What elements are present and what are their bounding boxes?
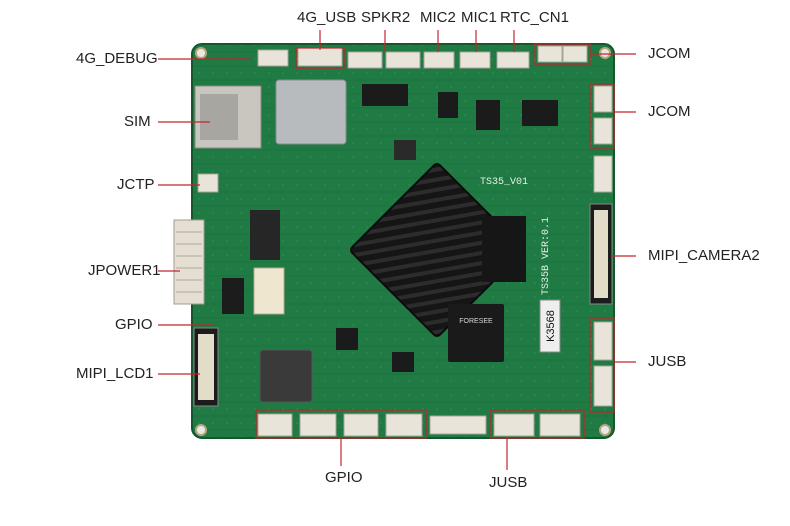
chip (522, 100, 558, 126)
chip (394, 140, 416, 160)
label-mipi-camera2: MIPI_CAMERA2 (648, 247, 760, 264)
label-mic2: MIC2 (420, 9, 456, 26)
label-gpio-bottom: GPIO (325, 469, 363, 486)
relay (253, 267, 285, 315)
label-jpower1: JPOWER1 (88, 262, 161, 279)
label-4g-usb: 4G_USB (297, 9, 357, 26)
jpower1-connector (173, 219, 205, 305)
chip (438, 92, 458, 118)
jctp-connector (197, 173, 219, 193)
bottom-connectors (257, 413, 581, 437)
label-gpio-left: GPIO (115, 316, 153, 333)
4g-module (275, 79, 347, 145)
chip (476, 100, 500, 130)
foresee-chip (448, 304, 504, 362)
top-connectors (257, 45, 588, 69)
chip (362, 84, 408, 106)
side-version-text: TS35B VER:0.1 (541, 217, 552, 295)
label-rtc-cn1: RTC_CN1 (500, 9, 569, 26)
chip (222, 278, 244, 314)
chip (336, 328, 358, 350)
mount-hole (599, 47, 611, 59)
label-jcom-top: JCOM (648, 45, 691, 62)
chip-brand: FORESEE (459, 318, 493, 325)
soc-text: K3568 (545, 310, 557, 342)
label-4g-debug: 4G_DEBUG (76, 50, 158, 67)
chip (392, 352, 414, 372)
soc-label-sticker (539, 299, 561, 353)
label-jusb-right: JUSB (648, 353, 687, 370)
label-mipi-lcd1: MIPI_LCD1 (76, 365, 154, 382)
label-jcom-right: JCOM (648, 103, 691, 120)
mount-hole (195, 47, 207, 59)
label-jusb-bottom: JUSB (489, 474, 528, 491)
label-spkr2: SPKR2 (361, 9, 411, 26)
label-jctp: JCTP (117, 176, 155, 193)
jusb-right-connector (593, 365, 613, 407)
connector (593, 155, 613, 193)
heatsink (349, 162, 525, 338)
itop-chip (259, 349, 313, 403)
jusb-right-connector (593, 321, 613, 361)
mount-hole (599, 424, 611, 436)
right-jcom-connectors (593, 85, 613, 145)
mount-hole (195, 424, 207, 436)
leader-lines (158, 30, 636, 470)
chip (250, 210, 280, 260)
board-model: TS35_V01 (480, 177, 528, 188)
label-sim: SIM (124, 113, 151, 130)
ram-chip (482, 216, 526, 282)
label-mic1: MIC1 (461, 9, 497, 26)
